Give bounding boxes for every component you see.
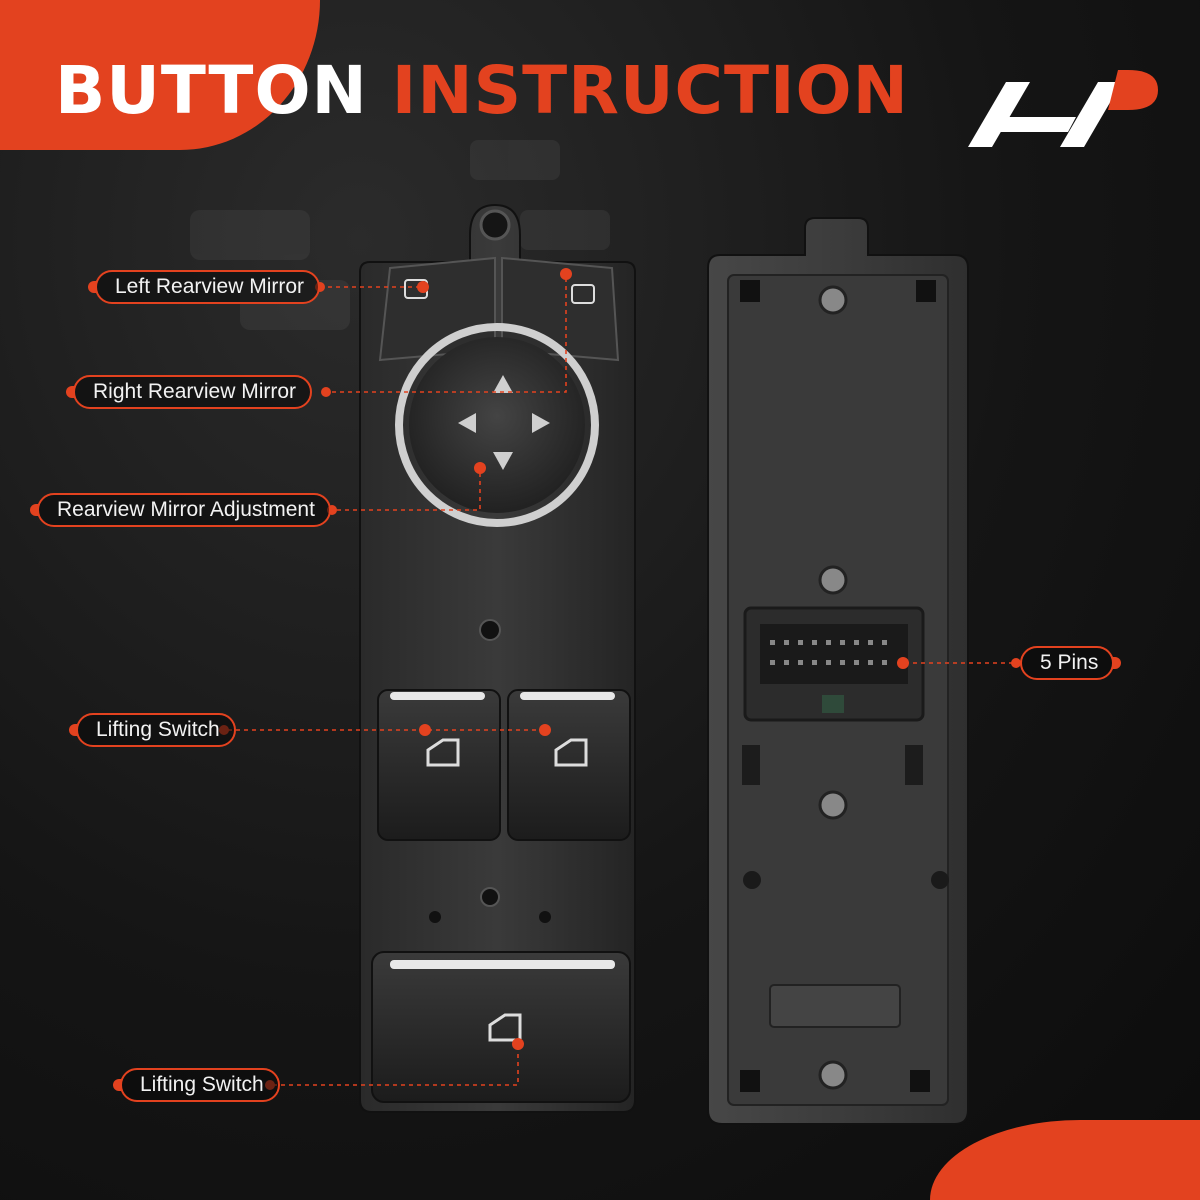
callout-right-rearview-mirror: Right Rearview Mirror — [66, 375, 313, 409]
callout-text: Lifting Switch — [140, 1073, 264, 1096]
callout-tab — [30, 504, 39, 516]
brand-logo-icon — [968, 70, 1158, 147]
title-white-part: BUTTON — [55, 52, 368, 129]
callout-text: 5 Pins — [1040, 651, 1099, 674]
callout-text: Right Rearview Mirror — [93, 380, 297, 403]
callout-text: Left Rearview Mirror — [115, 275, 305, 298]
callout-lifting-switch-single: Lifting Switch — [113, 1068, 280, 1102]
background-door-panel — [190, 140, 610, 330]
callout-rearview-mirror-adjustment: Rearview Mirror Adjustment — [30, 493, 331, 527]
callout-tab — [66, 386, 75, 398]
callout-tab — [113, 1079, 122, 1091]
switch-back-view — [707, 217, 969, 1125]
callout-tab — [1112, 657, 1122, 669]
page-title: BUTTON INSTRUCTION — [55, 52, 909, 129]
callout-text: Rearview Mirror Adjustment — [57, 498, 315, 521]
callout-text: Lifting Switch — [96, 718, 220, 741]
callout-5-pins: 5 Pins — [1020, 646, 1122, 680]
title-orange-part: INSTRUCTION — [391, 52, 909, 129]
switch-front-view — [359, 203, 636, 1113]
callout-leader-lines — [228, 274, 1012, 1086]
callout-tab — [69, 724, 78, 736]
callout-tab — [88, 281, 97, 293]
callout-left-rearview-mirror: Left Rearview Mirror — [88, 270, 321, 304]
callout-lifting-switch-pair: Lifting Switch — [69, 713, 236, 747]
